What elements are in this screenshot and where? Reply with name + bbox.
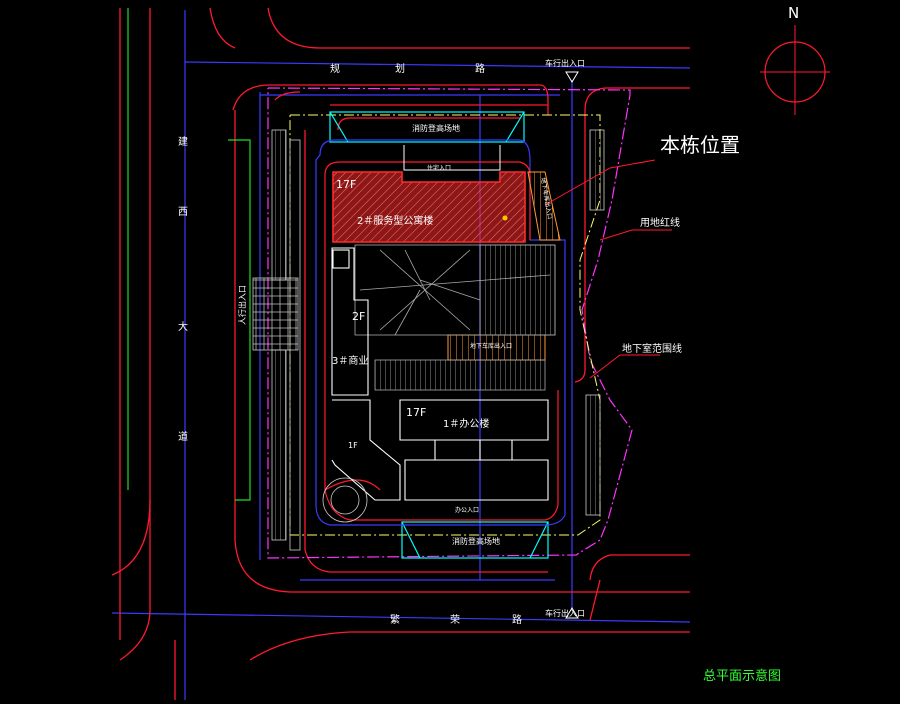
b1-entry-label: 办公入口 [455, 506, 479, 514]
road-top-char-2: 划 [395, 62, 405, 75]
road-left-char-1: 建 [178, 135, 188, 148]
b1-floors: 17F [406, 406, 426, 419]
drop-off-circle [322, 477, 368, 523]
fire-lane-top-label: 消防登高场地 [412, 123, 460, 133]
right-parking [585, 129, 605, 516]
road-top-char-1: 规 [330, 62, 340, 75]
entrance-left-label: 人行出入口 [237, 285, 247, 325]
labels: 规 划 路 建 西 大 道 繁 荣 路 车行出入口 车行出入口 人行出入口 消防… [178, 58, 781, 684]
pedestrian-gate-grid [252, 277, 299, 351]
b2-entry-label: 住宅入口 [427, 164, 451, 172]
road-top-char-3: 路 [475, 62, 485, 75]
b3-floors: 2F [352, 310, 365, 323]
ramp-lower-label: 地下车库出入口 [470, 342, 512, 350]
road-left-char-4: 道 [178, 430, 188, 443]
road-bottom-char-3: 路 [512, 613, 522, 626]
b3-name: 3＃商业 [332, 354, 368, 367]
building-3 [331, 247, 401, 501]
callout-basement: 地下室范围线 [622, 342, 682, 355]
site-boundary [267, 87, 633, 559]
fire-lane-top [329, 111, 525, 143]
callout-this-building: 本栋位置 [660, 133, 740, 157]
podium-outline [315, 139, 566, 526]
b1-name: 1＃办公楼 [443, 417, 489, 430]
drawing-title: 总平面示意图 [703, 668, 781, 684]
road-left-char-3: 大 [178, 320, 188, 333]
building-1 [399, 399, 549, 501]
entrance-bottom-label: 车行出入口 [545, 608, 585, 618]
courtyard [354, 244, 556, 391]
callout-leaders [544, 159, 672, 379]
road-left-char-2: 西 [178, 207, 188, 218]
left-parking [271, 129, 301, 551]
entrance-markers [565, 71, 579, 619]
road-bottom-char-2: 荣 [450, 614, 460, 626]
low-floors: 1F [348, 441, 358, 450]
fire-lane-bottom-label: 消防登高场地 [452, 536, 500, 546]
north-arrow: N [760, 4, 830, 115]
road-centerlines [111, 10, 691, 700]
road-bottom-char-1: 繁 [390, 613, 400, 626]
b2-floors: 17F [336, 178, 356, 191]
ramp-upper [527, 171, 561, 241]
entrance-top-label: 车行出入口 [545, 58, 585, 68]
b2-name: 2＃服务型公寓楼 [357, 214, 433, 227]
green-lines [127, 8, 251, 501]
callout-redline: 用地红线 [640, 216, 680, 229]
building-2 [332, 145, 526, 243]
fire-lane-bottom [401, 521, 549, 559]
inner-curb [324, 161, 559, 521]
north-label: N [788, 4, 799, 22]
basement-boundary [289, 114, 601, 536]
